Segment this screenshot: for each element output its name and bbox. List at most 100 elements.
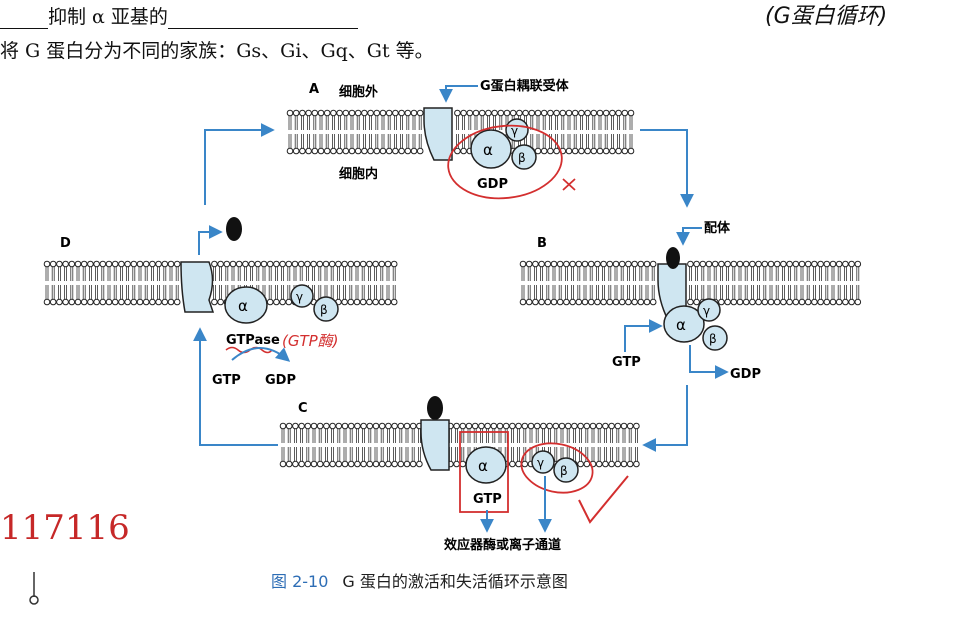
lipid-tail <box>380 267 384 281</box>
panel-label-c: C <box>298 401 308 416</box>
red-circle-annotation-a <box>447 124 563 200</box>
lipid-tail <box>586 116 589 130</box>
lipid-tail <box>332 116 335 130</box>
lipid-head <box>571 422 578 430</box>
lipid-head <box>602 460 609 468</box>
lipid-head <box>578 147 585 155</box>
lipid-tail <box>611 134 614 148</box>
lipid-head <box>755 260 762 268</box>
lipid-head <box>130 298 138 306</box>
lipid-tail <box>281 447 285 461</box>
lipid-head <box>361 147 368 155</box>
lipid-head <box>569 298 576 306</box>
lipid-head <box>559 109 567 117</box>
lipid-tail <box>405 429 409 443</box>
lipid-tail <box>412 116 416 130</box>
panel-label-d: D <box>60 236 71 251</box>
lipid-head <box>366 422 374 430</box>
lipid-head <box>299 109 306 117</box>
lipid-tail <box>330 267 334 281</box>
lipid-tail <box>523 429 527 443</box>
lipid-head <box>565 109 573 117</box>
lipid-head <box>755 298 762 306</box>
lipid-head <box>74 298 82 306</box>
lipid-tail <box>604 429 607 443</box>
lipid-head <box>767 260 775 268</box>
lipid-tail <box>757 285 760 299</box>
lipid-tail <box>362 429 365 443</box>
lipid-head <box>254 260 262 268</box>
lipid-head <box>600 260 607 268</box>
lipid-head <box>298 422 305 430</box>
lipid-tail <box>331 429 334 443</box>
lipid-head <box>292 109 300 117</box>
lipid-head <box>637 298 645 306</box>
lipid-head <box>397 460 405 468</box>
lipid-head <box>627 109 635 117</box>
lipid-head <box>817 298 824 306</box>
lipid-tail <box>529 429 533 443</box>
lipid-tail <box>368 285 371 299</box>
lipid-tail <box>536 116 540 130</box>
lipid-tail <box>213 267 216 281</box>
lipid-head <box>484 422 491 430</box>
lipid-tail <box>318 429 322 443</box>
lipid-tail <box>608 285 612 299</box>
gtp-hydrolysis-arrow <box>231 347 291 362</box>
gamma-subunit-b <box>697 298 721 322</box>
lipid-tail <box>596 285 599 299</box>
lipid-head <box>336 147 343 155</box>
lipid-head <box>736 260 744 268</box>
gamma-label-d: γ <box>296 290 303 304</box>
lipid-head <box>372 422 380 430</box>
lipid-head <box>242 260 249 268</box>
lipid-tail <box>399 429 403 443</box>
lipid-head <box>323 460 330 468</box>
lipid-head <box>614 422 622 430</box>
lipid-tail <box>794 267 798 281</box>
lipid-tail <box>244 267 247 281</box>
lipid-head <box>385 422 392 430</box>
lipid-tail <box>856 267 860 281</box>
lipid-head <box>341 422 349 430</box>
lipid-tail <box>763 285 767 299</box>
lipid-head <box>136 298 144 306</box>
lipid-head <box>211 298 218 306</box>
lipid-tail <box>356 429 359 443</box>
lipid-tail <box>819 267 822 281</box>
lipid-tail <box>608 267 612 281</box>
lipid-tail <box>571 285 574 299</box>
lipid-head <box>217 260 224 268</box>
lipid-tail <box>126 267 129 281</box>
lipid-head <box>285 260 293 268</box>
lipid-head <box>534 109 542 117</box>
lipid-head <box>817 260 824 268</box>
lipid-head <box>565 147 573 155</box>
beta-subunit-c <box>553 457 579 483</box>
lipid-head <box>310 260 317 268</box>
lipid-tail <box>361 285 365 299</box>
lipid-tail <box>151 267 154 281</box>
lipid-tail <box>610 447 613 461</box>
lipid-head <box>155 298 162 306</box>
lipid-head <box>823 298 831 306</box>
lipid-head <box>550 260 558 268</box>
lipid-head <box>478 109 486 117</box>
lipid-tail <box>611 116 614 130</box>
lipid-head <box>453 422 460 430</box>
lipid-head <box>80 298 88 306</box>
lipid-head <box>687 260 694 268</box>
lipid-tail <box>757 267 760 281</box>
alpha-label-c: α <box>478 457 488 475</box>
lipid-head <box>544 298 552 306</box>
lipid-head <box>563 260 570 268</box>
lipid-tail <box>571 267 574 281</box>
lipid-tail <box>356 447 359 461</box>
lipid-tail <box>627 267 630 281</box>
lipid-head <box>829 298 837 306</box>
lipid-head <box>471 422 479 430</box>
lipid-head <box>497 109 505 117</box>
lipid-tail <box>400 116 403 130</box>
lipid-tail <box>561 134 565 148</box>
lipid-tail <box>387 429 390 443</box>
